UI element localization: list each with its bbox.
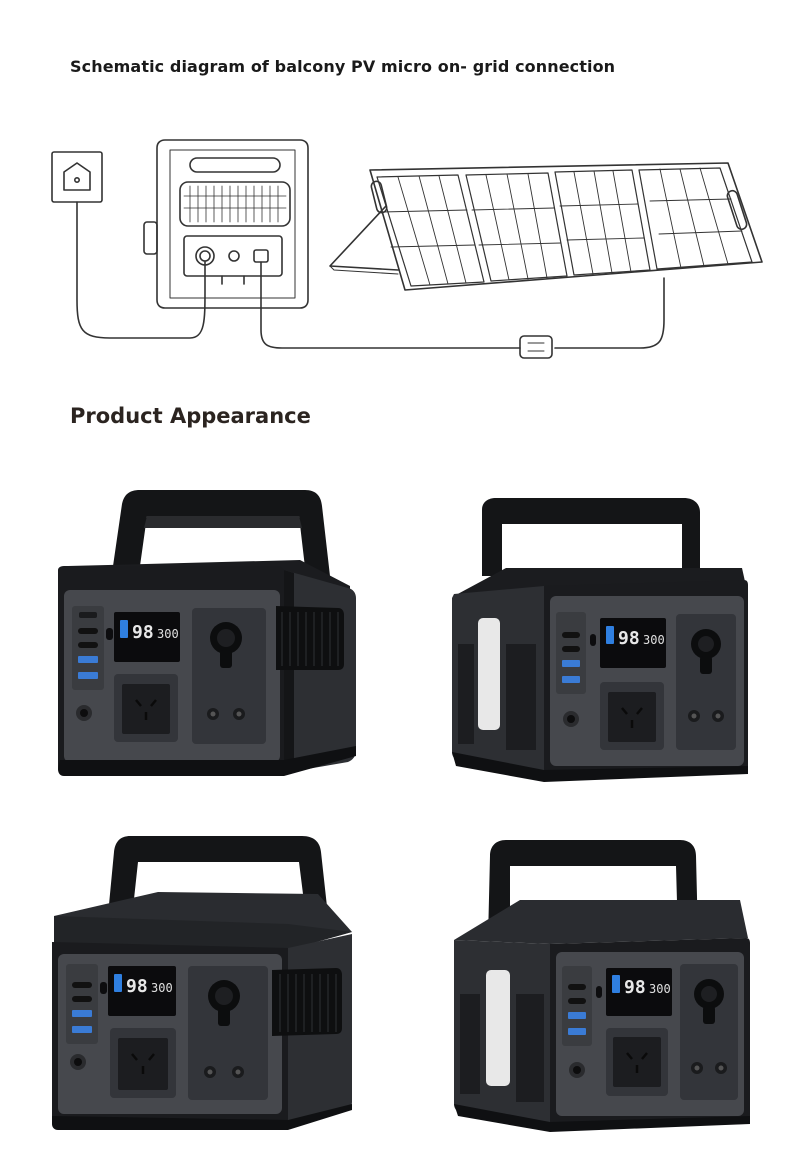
ac-outlet <box>613 1037 661 1087</box>
carry-handle <box>106 836 330 936</box>
battery-icon <box>120 620 128 638</box>
ac-outlet <box>118 1038 168 1090</box>
lcd-screen <box>114 612 180 662</box>
product-top-right-view: 98 300 <box>454 840 750 1132</box>
pv-cable <box>260 261 521 349</box>
carry-handle <box>112 490 330 576</box>
led-light <box>486 970 510 1086</box>
output-watts: 300 <box>157 627 179 641</box>
wall-socket-icon <box>51 151 103 203</box>
product-front-left-view: 98 300 <box>58 490 356 776</box>
ac-cable <box>76 201 206 339</box>
product-front-right-view: 98 300 <box>452 498 748 782</box>
lcd-screen <box>108 966 176 1016</box>
diagram-title: Schematic diagram of balcony PV micro on… <box>70 57 616 76</box>
battery-percent: 98 <box>624 977 646 998</box>
connector-icon <box>519 335 553 359</box>
battery-percent: 98 <box>618 628 640 649</box>
output-watts: 300 <box>151 981 173 995</box>
ac-outlet <box>122 684 170 734</box>
battery-percent: 98 <box>126 976 148 997</box>
led-light <box>478 618 500 730</box>
appearance-title: Product Appearance <box>70 404 311 428</box>
product-top-left-view: 98 300 <box>52 836 352 1130</box>
carry-handle <box>482 498 700 576</box>
battery-icon <box>606 626 614 644</box>
battery-icon <box>612 975 620 993</box>
solar-panel-icon <box>329 162 763 291</box>
carry-handle <box>488 840 698 940</box>
ac-outlet <box>608 692 656 742</box>
output-watts: 300 <box>649 982 671 996</box>
connection-diagram <box>51 139 763 359</box>
power-station-icon <box>143 139 309 309</box>
battery-percent: 98 <box>132 622 154 643</box>
battery-icon <box>114 974 122 992</box>
output-watts: 300 <box>643 633 665 647</box>
lcd-screen <box>600 618 666 668</box>
lcd-screen <box>606 968 672 1016</box>
